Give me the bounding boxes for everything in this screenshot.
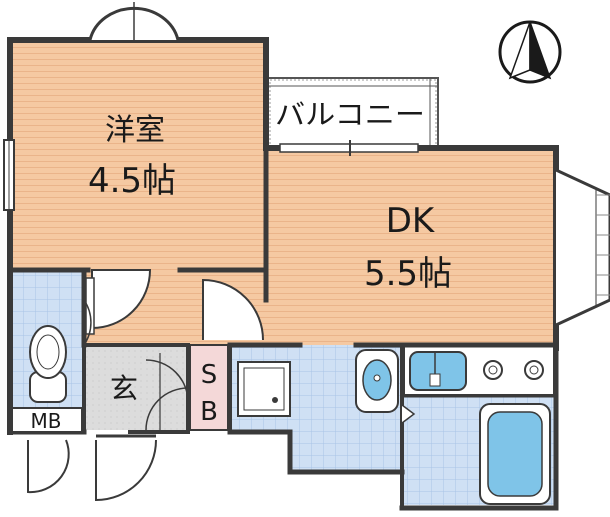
dk-floor [268,150,553,345]
door-bath [401,404,416,424]
western-room-name: 洋室 [105,113,165,148]
western-room-floor [12,42,264,270]
shoe-box-label-s: S [201,360,218,390]
balcony-sliding-door [279,140,419,156]
door-entrance-double [145,353,189,431]
entrance-label: 玄 [110,372,138,405]
balcony-label: バルコニー [275,98,425,131]
balcony [267,77,439,149]
shoe-box-label-b: B [200,397,218,427]
stove-burners-icon [483,360,544,380]
bathtub-icon [479,403,551,505]
door-dk [202,278,264,341]
door-front [95,434,157,502]
top-window [88,2,180,41]
western-room-size: 4.5帖 [88,161,176,201]
toilet-icon [29,325,67,403]
wash-basin-icon [355,349,399,413]
north-arrow-icon [498,20,562,84]
meter-box-label: MB [31,409,62,433]
left-window [3,139,15,211]
washing-machine-pan-icon [237,361,291,417]
dk-size: 5.5帖 [364,254,452,294]
entrance-floor [86,345,186,430]
kitchen-sink-icon [409,351,467,391]
shoe-box [189,344,229,431]
meter-box [11,407,83,433]
door-toilet [83,299,92,346]
dk-name: DK [386,201,436,241]
bay-window [555,168,610,327]
door-meter-box [27,439,70,494]
